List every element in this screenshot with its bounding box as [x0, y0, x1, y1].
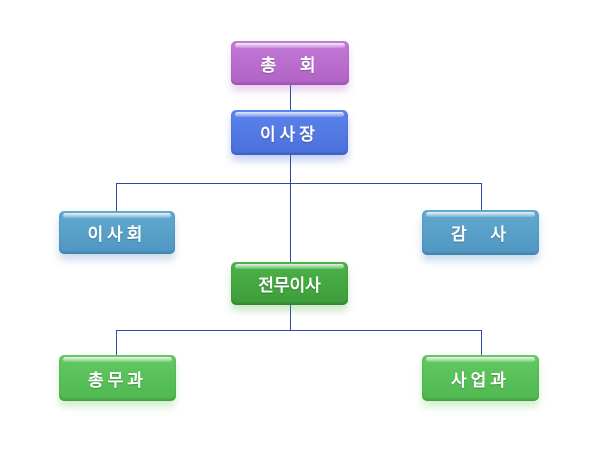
node-label: 사업과: [451, 370, 510, 391]
node-label: 전무이사: [258, 276, 321, 296]
node-chairman[interactable]: 이사장: [231, 110, 348, 155]
node-business[interactable]: 사업과: [422, 355, 539, 401]
connector-to-audit: [481, 183, 482, 211]
connector-to-board: [116, 183, 117, 211]
node-audit[interactable]: 감 사: [422, 210, 539, 255]
connector-board-audit-bar: [116, 183, 482, 184]
node-label: 감 사: [450, 225, 511, 245]
connector-to-general-affairs: [116, 330, 117, 355]
node-board[interactable]: 이사회: [59, 211, 175, 254]
node-label: 이사장: [260, 125, 319, 145]
connector-departments-bar: [116, 330, 482, 331]
node-general-affairs[interactable]: 총무과: [59, 355, 176, 401]
node-label: 총무과: [88, 370, 147, 391]
connector-to-business: [481, 330, 482, 355]
node-executive-director[interactable]: 전무이사: [231, 262, 348, 305]
connector-executive-down: [290, 305, 291, 330]
node-label: 총 회: [260, 55, 320, 76]
connector-chairman-executive: [290, 155, 291, 262]
node-general-assembly[interactable]: 총 회: [231, 41, 349, 85]
connector-assembly-chairman: [290, 85, 291, 110]
node-label: 이사회: [87, 225, 147, 245]
